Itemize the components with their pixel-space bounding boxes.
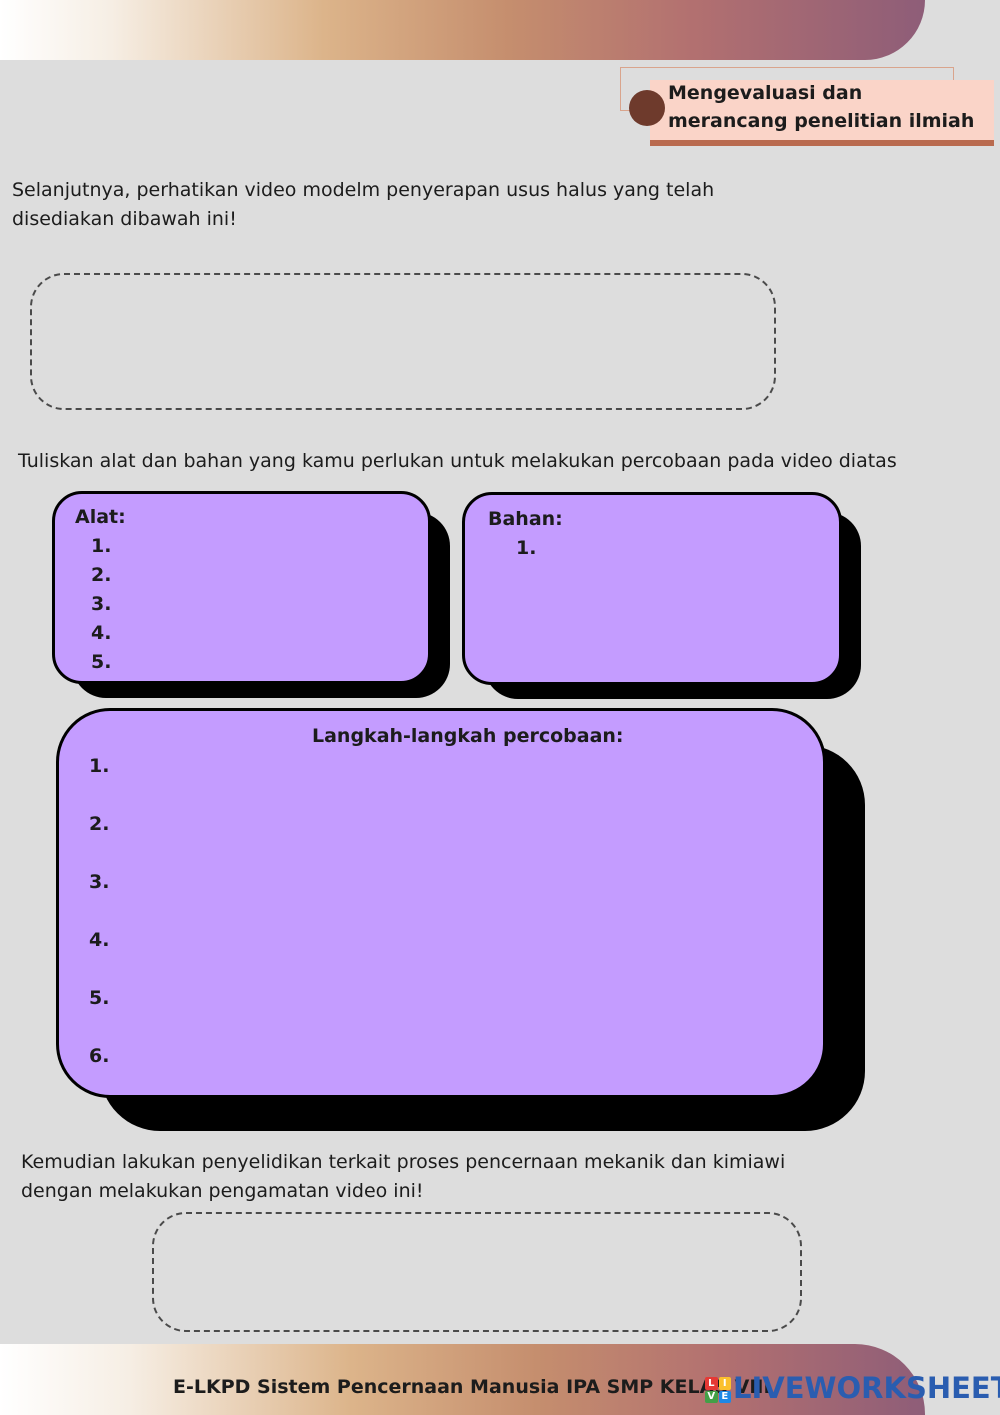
logo-letter-e: E [718, 1390, 731, 1403]
closing-paragraph: Kemudian lakukan penyelidikan terkait pr… [21, 1148, 821, 1206]
closing-line-1: Kemudian lakukan penyelidikan terkait pr… [21, 1151, 786, 1173]
section-badge [650, 80, 994, 146]
alat-item-3[interactable]: 3. [91, 593, 112, 615]
bahan-title: Bahan: [488, 508, 563, 530]
instruction-text: Tuliskan alat dan bahan yang kamu perluk… [18, 450, 897, 472]
alat-card [52, 491, 431, 684]
alat-item-2[interactable]: 2. [91, 564, 112, 586]
badge-line-2: merancang penelitian ilmiah [668, 110, 975, 132]
langkah-item-1[interactable]: 1. [89, 755, 110, 777]
badge-line-1: Mengevaluasi dan [668, 82, 863, 104]
section-badge-label: Mengevaluasi dan merancang penelitian il… [668, 79, 988, 135]
langkah-item-6[interactable]: 6. [89, 1045, 110, 1067]
intro-line-2: disediakan dibawah ini! [12, 208, 237, 230]
langkah-item-3[interactable]: 3. [89, 871, 110, 893]
langkah-item-5[interactable]: 5. [89, 987, 110, 1009]
badge-bullet-icon [629, 90, 665, 126]
langkah-title: Langkah-langkah percobaan: [312, 725, 624, 747]
langkah-item-2[interactable]: 2. [89, 813, 110, 835]
logo-letter-i: I [718, 1377, 731, 1390]
bahan-item-1[interactable]: 1. [516, 537, 537, 559]
top-decorative-band [0, 0, 925, 60]
intro-line-1: Selanjutnya, perhatikan video modelm pen… [12, 179, 715, 201]
alat-item-4[interactable]: 4. [91, 622, 112, 644]
liveworksheets-logo-icon: L I V E [705, 1377, 731, 1403]
video-placeholder-2[interactable] [152, 1212, 802, 1332]
bottom-decorative-band [0, 1344, 925, 1415]
liveworksheets-brand[interactable]: LIVEWORKSHEETS [733, 1371, 1000, 1405]
alat-item-5[interactable]: 5. [91, 651, 112, 673]
alat-title: Alat: [75, 506, 126, 528]
intro-paragraph: Selanjutnya, perhatikan video modelm pen… [12, 176, 714, 234]
footer-title: E-LKPD Sistem Pencernaan Manusia IPA SMP… [173, 1376, 771, 1398]
alat-item-1[interactable]: 1. [91, 535, 112, 557]
bahan-card [462, 492, 842, 685]
langkah-card [56, 708, 826, 1098]
video-placeholder-1[interactable] [30, 273, 776, 410]
logo-letter-v: V [705, 1390, 718, 1403]
langkah-item-4[interactable]: 4. [89, 929, 110, 951]
closing-line-2: dengan melakukan pengamatan video ini! [21, 1180, 424, 1202]
logo-letter-l: L [705, 1377, 718, 1390]
